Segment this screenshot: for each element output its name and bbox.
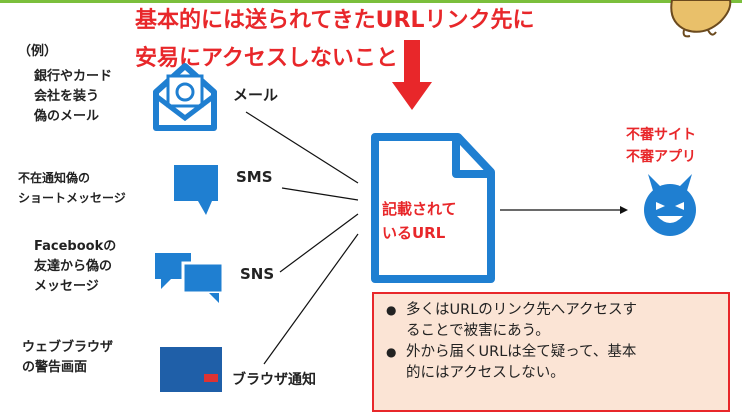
channel-label-browser: ブラウザ通知 — [232, 372, 316, 388]
connector-lines — [245, 111, 628, 365]
source-label-sms: 不在通知偽の ショートメッセージ — [18, 171, 126, 205]
notes-box: 多くはURLのリンク先へアクセスす ることで被害にあう。 外から届くURLは全て… — [372, 292, 730, 412]
headline-line-2: 安易にアクセスしないこと — [135, 46, 398, 71]
top-accent-bar — [0, 0, 742, 3]
destination-label: 不審サイト 不審アプリ — [626, 127, 696, 165]
url-label: 記載されて いるURL — [382, 200, 457, 242]
channel-label-sns: SNS — [240, 265, 275, 283]
source-label-email: 銀行やカード 会社を装う 偽のメール — [34, 69, 113, 124]
mascot-icon — [670, 0, 732, 38]
document-icon — [371, 133, 495, 283]
devil-face-icon — [644, 174, 696, 236]
down-arrow-icon — [392, 40, 432, 110]
note-item: 多くはURLのリンク先へアクセスす ることで被害にあう。 — [384, 300, 718, 342]
headline: 基本的には送られてきたURLリンク先に 安易にアクセスしないこと — [135, 2, 535, 78]
source-label-browser: ウェブブラウザ の警告画面 — [22, 340, 114, 375]
chat-bubbles-icon — [155, 253, 225, 303]
note-item: 外から届くURLは全て疑って、基本 的にはアクセスしない。 — [384, 342, 718, 384]
channel-label-mail: メール — [233, 86, 279, 104]
mail-icon — [153, 63, 217, 131]
headline-line-1: 基本的には送られてきたURLリンク先に — [135, 8, 535, 33]
browser-warning-image — [160, 347, 222, 392]
channel-label-sms: SMS — [236, 168, 273, 186]
chat-bubble-icon — [174, 165, 218, 215]
source-label-sns: Facebookの 友達から偽の メッセージ — [34, 239, 117, 294]
example-label: （例） — [18, 44, 58, 59]
